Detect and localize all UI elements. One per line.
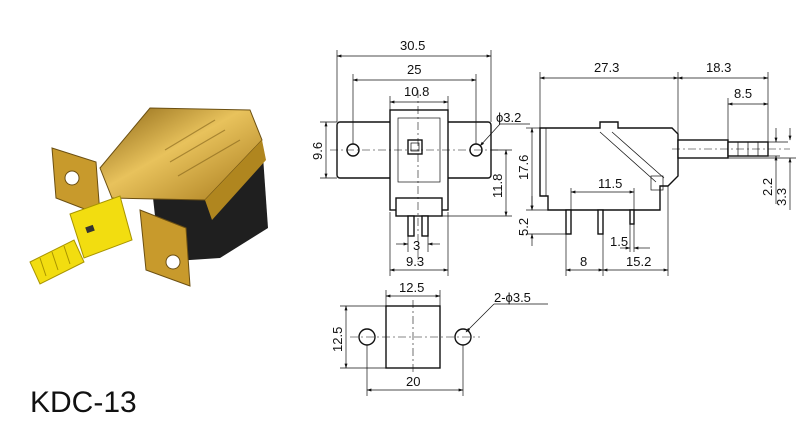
bracket-hole-right <box>165 254 181 270</box>
switch-photo <box>29 107 268 287</box>
metal-housing-side <box>205 140 266 220</box>
dim-pin-spacing: 3 <box>413 238 420 253</box>
side-pin-left <box>565 209 572 235</box>
front-plunger-square <box>407 139 423 155</box>
side-pin-right <box>597 209 604 235</box>
model-name: KDC-13 <box>30 386 137 419</box>
dim-pin-row-width: 9.3 <box>406 254 424 269</box>
front-view: 30.5 25 10.8 ϕ3.2 9.6 11.8 3 <box>310 38 530 276</box>
dim-pin-to-end: 15.2 <box>626 254 651 269</box>
bracket-hole-left <box>64 170 80 186</box>
dim-body-below-bracket: 11.8 <box>490 174 505 198</box>
side-body <box>539 121 679 211</box>
plunger-tip <box>29 239 85 285</box>
dim-overall-width: 30.5 <box>400 38 425 53</box>
side-pin-small <box>629 209 635 225</box>
dim-body-height: 17.6 <box>516 155 531 180</box>
dim-pin-thickness: 1.5 <box>610 234 628 249</box>
front-body <box>389 109 449 211</box>
dim-hole-pitch: 20 <box>406 374 420 389</box>
housing-markings <box>164 119 241 177</box>
dim-hole-spacing: 25 <box>407 62 421 77</box>
dim-cutout-width: 12.5 <box>399 280 424 295</box>
dim-mount-holes: 2-ϕ3.5 <box>494 290 531 305</box>
dim-cutout-height: 12.5 <box>330 327 345 352</box>
plunger-button <box>69 195 133 259</box>
dim-body-width: 10.8 <box>404 84 429 99</box>
mount-view: 12.5 12.5 20 2-ϕ3.5 <box>330 280 548 396</box>
dim-plunger-dia-small: 2.2 <box>760 178 775 196</box>
dim-pin-offset: 11.5 <box>598 176 622 191</box>
dim-pin-pitch: 8 <box>580 254 587 269</box>
dim-pin-height: 5.2 <box>516 218 531 236</box>
dim-plunger-length: 18.3 <box>706 60 731 75</box>
side-view: 27.3 18.3 8.5 17.6 5.2 11.5 1.5 <box>516 60 796 276</box>
dim-plunger-tip: 8.5 <box>734 86 752 101</box>
dim-bracket-height: 9.6 <box>310 142 325 160</box>
dim-plunger-dia-large: 3.3 <box>774 188 789 206</box>
front-pin-right <box>421 215 429 237</box>
dim-hole-diameter: ϕ3.2 <box>496 110 521 125</box>
dim-body-length: 27.3 <box>594 60 619 75</box>
front-pin-left <box>407 215 415 237</box>
